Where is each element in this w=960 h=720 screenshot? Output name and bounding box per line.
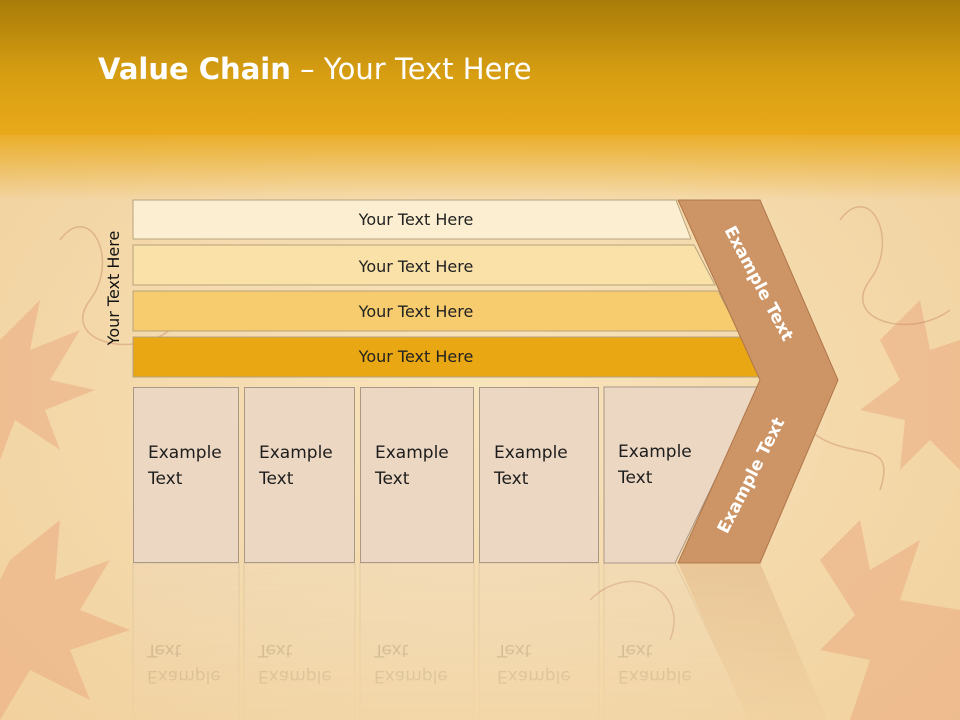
- box-2-line2: Text: [259, 469, 294, 489]
- reflection-box-2-line1: Example: [258, 666, 332, 686]
- bar-2-shape: [132, 244, 716, 286]
- reflection-box-5-line1: Example: [618, 666, 692, 686]
- reflection: Example Text Example Text Example Text Exam…: [0, 563, 960, 720]
- bar-1-label: Your Text Here: [358, 210, 474, 229]
- box-2-line1: Example: [259, 443, 333, 463]
- box-5-shape: [603, 386, 761, 564]
- reflection-box-3-line1: Example: [374, 666, 448, 686]
- bar-2-label: Your Text Here: [358, 257, 474, 276]
- reflection-box-2-line2: Text: [258, 640, 293, 660]
- box-3-line1: Example: [375, 443, 449, 463]
- box-5-line1: Example: [618, 442, 692, 462]
- box-3-line2: Text: [375, 469, 410, 489]
- bar-3-label: Your Text Here: [358, 302, 474, 321]
- bar-4-label: Your Text Here: [358, 347, 474, 366]
- title-bold: Value Chain: [98, 52, 291, 86]
- header-band: [0, 0, 960, 135]
- slide-title: Value Chain – Your Text Here: [98, 52, 532, 96]
- box-1-line2: Text: [148, 469, 183, 489]
- reflection-box-4-line2: Text: [497, 640, 532, 660]
- title-rest: – Your Text Here: [290, 52, 532, 86]
- leaf-icon: [0, 300, 960, 720]
- chevron-shape: [677, 199, 839, 564]
- reflection-box-3-line2: Text: [374, 640, 409, 660]
- box-5-line2: Text: [618, 468, 653, 488]
- bar-1-shape: [132, 199, 692, 240]
- reflection-box-1-line2: Text: [147, 640, 182, 660]
- box-4-line1: Example: [494, 443, 568, 463]
- vine-decoration: [59, 206, 951, 641]
- reflection-box-4-line1: Example: [497, 666, 571, 686]
- header-fade: [0, 130, 960, 200]
- box-1-line1: Example: [148, 443, 222, 463]
- reflection-box-1-line1: Example: [147, 666, 221, 686]
- reflection-box-5-line2: Text: [618, 640, 653, 660]
- box-4-line2: Text: [494, 469, 529, 489]
